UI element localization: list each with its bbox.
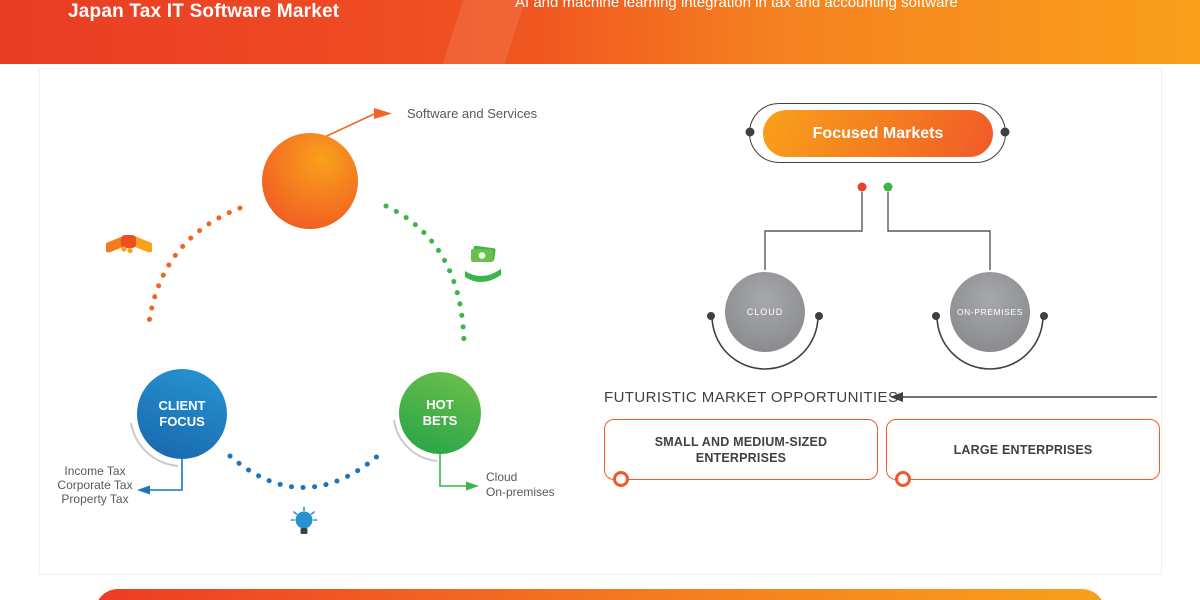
money-hand-icon [465,246,501,283]
opportunities-title: FUTURISTIC MARKET OPPORTUNITIES [604,389,899,406]
hot-bets-circle: HOT BETS [399,372,481,454]
focused-markets-title: Focused Markets [812,124,944,142]
cycle-under-arcs [130,419,438,467]
handshake-icon [106,235,152,254]
page-title: Japan Tax IT Software Market [68,1,340,22]
node-dots [707,312,1048,320]
list-item: Corporate Tax [57,478,133,492]
header-subtitle: AI and machine learning integration in t… [515,0,958,11]
header: Japan Tax IT Software Market AI and mach… [0,0,1200,64]
software-services-label: Software and Services [407,106,538,121]
client-tax-list: Income Tax Corporate Tax Property Tax [50,464,140,506]
cloud-node-label: CLOUD [746,307,784,317]
focused-markets-outline [749,103,1006,163]
opportunities-arrow [890,392,1157,402]
node-arcs [711,315,1044,370]
focused-markets-connectors [764,192,991,270]
list-item: Income Tax [64,464,126,478]
sme-box: SMALL AND MEDIUM-SIZED ENTERPRISES [604,419,878,480]
content-frame [39,68,1162,575]
list-item: Property Tax [61,492,129,506]
large-enterprises-box: LARGE ENTERPRISES [886,419,1160,480]
client-focus-label: CLIENT FOCUS [158,398,206,429]
software-services-circle [262,133,358,229]
ring-marker [613,471,629,487]
cloud-node: CLOUD [725,272,805,352]
hot-bets-arrow [439,454,479,491]
on-premises-node-label: ON-PREMISES [956,307,1024,317]
list-item: On-premises [486,485,555,499]
focused-markets-pill: Focused Markets [763,110,993,157]
client-focus-circle: CLIENT FOCUS [137,369,227,459]
lightbulb-icon [290,507,318,534]
ring-marker [895,471,911,487]
sme-box-label: SMALL AND MEDIUM-SIZED ENTERPRISES [654,434,828,465]
list-item: Cloud [486,470,518,484]
hot-bets-label: HOT BETS [422,397,458,428]
deployment-list: Cloud On-premises [486,470,555,500]
client-focus-arrow [137,459,183,495]
cycle-dotted-arcs [145,203,467,490]
large-enterprises-label: LARGE ENTERPRISES [953,442,1093,457]
on-premises-node: ON-PREMISES [950,272,1030,352]
bottom-bar [95,589,1105,600]
